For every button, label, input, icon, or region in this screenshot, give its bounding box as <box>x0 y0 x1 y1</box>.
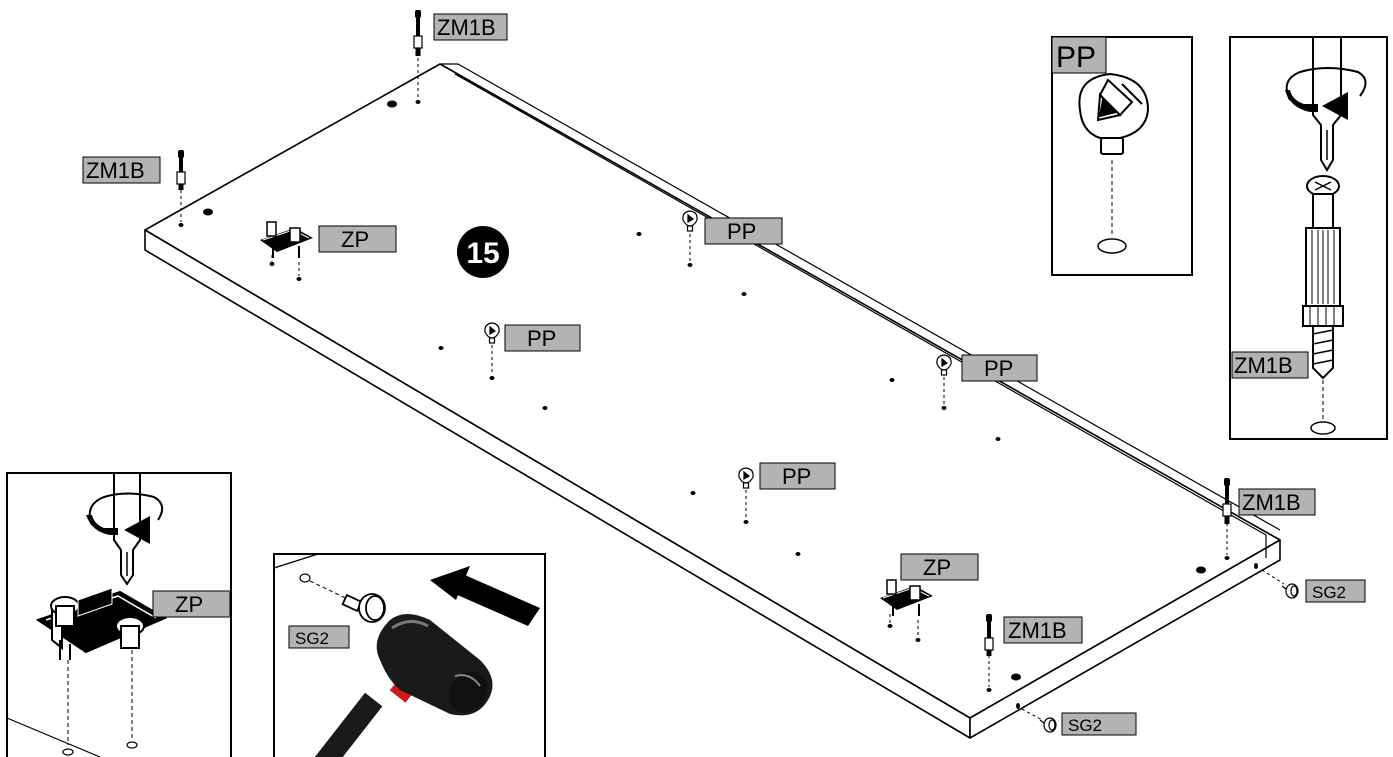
step-number: 15 <box>466 237 499 270</box>
label-zm1b-bottom-text: ZM1B <box>1008 618 1067 643</box>
label-pp-3: PP <box>961 354 1038 382</box>
inset-sg2: SG2 <box>273 553 546 757</box>
inset-zm1b-label: ZM1B <box>1234 353 1293 378</box>
label-pp-4-text: PP <box>782 464 811 489</box>
label-zm1b-top-text: ZM1B <box>437 15 496 40</box>
label-pp-1: PP <box>704 217 783 245</box>
panel-holes <box>178 100 1258 709</box>
label-zp-bottom: ZP <box>900 553 979 581</box>
label-zm1b-left: ZM1B <box>82 156 161 184</box>
pp-peg-detail-icon <box>1078 72 1150 155</box>
inset-pp: PP <box>1051 36 1193 276</box>
step-badge: 15 <box>457 226 509 278</box>
zp-hinge-plate-detail-icon <box>35 587 168 660</box>
label-sg2-right-text: SG2 <box>1312 583 1346 602</box>
label-zm1b-left-text: ZM1B <box>86 158 145 183</box>
inset-sg2-panel-edge <box>273 553 319 569</box>
label-zp-left-text: ZP <box>341 227 369 252</box>
pp-peg-icon <box>936 354 952 376</box>
label-zp-bottom-text: ZP <box>923 555 951 580</box>
sg2-glide-icon <box>1039 717 1057 733</box>
zm1b-dowel-icon <box>984 614 994 656</box>
label-sg2-bottom-text: SG2 <box>1068 716 1102 735</box>
label-zm1b-right-text: ZM1B <box>1242 490 1301 515</box>
inset-zm1b: ZM1B <box>1229 36 1388 440</box>
panel-board <box>144 63 1281 739</box>
inset-zp-hole <box>126 741 138 749</box>
push-arrow-icon <box>430 566 540 626</box>
label-zp-left: ZP <box>318 225 397 253</box>
label-zm1b-bottom: ZM1B <box>1003 616 1083 644</box>
label-pp-1-text: PP <box>727 219 756 244</box>
inset-zp-panel-edge <box>6 717 101 757</box>
zm1b-dowel-icon <box>1222 478 1232 524</box>
sg2-glide-detail-icon <box>341 593 386 623</box>
pp-peg-icon <box>682 210 698 232</box>
label-zm1b-top: ZM1B <box>433 13 508 41</box>
panel-groove <box>440 63 1281 558</box>
zp-hinge-plate-icon <box>880 579 933 616</box>
inset-zm1b-hole <box>1310 421 1336 435</box>
inset-zp-label: ZP <box>175 592 203 617</box>
zp-hinge-plate-icon <box>260 221 313 258</box>
rotate-arrow-icon <box>86 492 164 544</box>
label-sg2-bottom: SG2 <box>1061 712 1137 736</box>
inset-pp-label: PP <box>1056 41 1096 74</box>
inset-sg2-hole <box>299 573 311 583</box>
inset-zp-hole <box>62 748 74 756</box>
zm1b-dowel-icon <box>176 150 186 190</box>
insertion-guides <box>180 58 1285 721</box>
inset-zp: ZP <box>6 472 232 757</box>
pp-peg-icon <box>738 467 754 489</box>
inset-sg2-label: SG2 <box>295 629 329 648</box>
rubber-mallet-icon <box>309 614 493 757</box>
pp-peg-icon <box>484 322 500 344</box>
label-pp-2-text: PP <box>527 326 556 351</box>
sg2-glide-icon <box>1281 583 1299 599</box>
label-sg2-right: SG2 <box>1305 579 1366 603</box>
inset-pp-hole <box>1097 238 1127 254</box>
label-pp-3-text: PP <box>984 356 1013 381</box>
rotate-arrow-icon <box>1285 67 1367 120</box>
label-pp-2: PP <box>504 324 581 352</box>
label-zm1b-right: ZM1B <box>1238 488 1316 516</box>
label-pp-4: PP <box>759 462 836 490</box>
inset-sg2-guide <box>309 580 361 606</box>
zm1b-connector-detail-icon <box>1302 175 1344 380</box>
zm1b-dowel-icon <box>413 10 423 56</box>
